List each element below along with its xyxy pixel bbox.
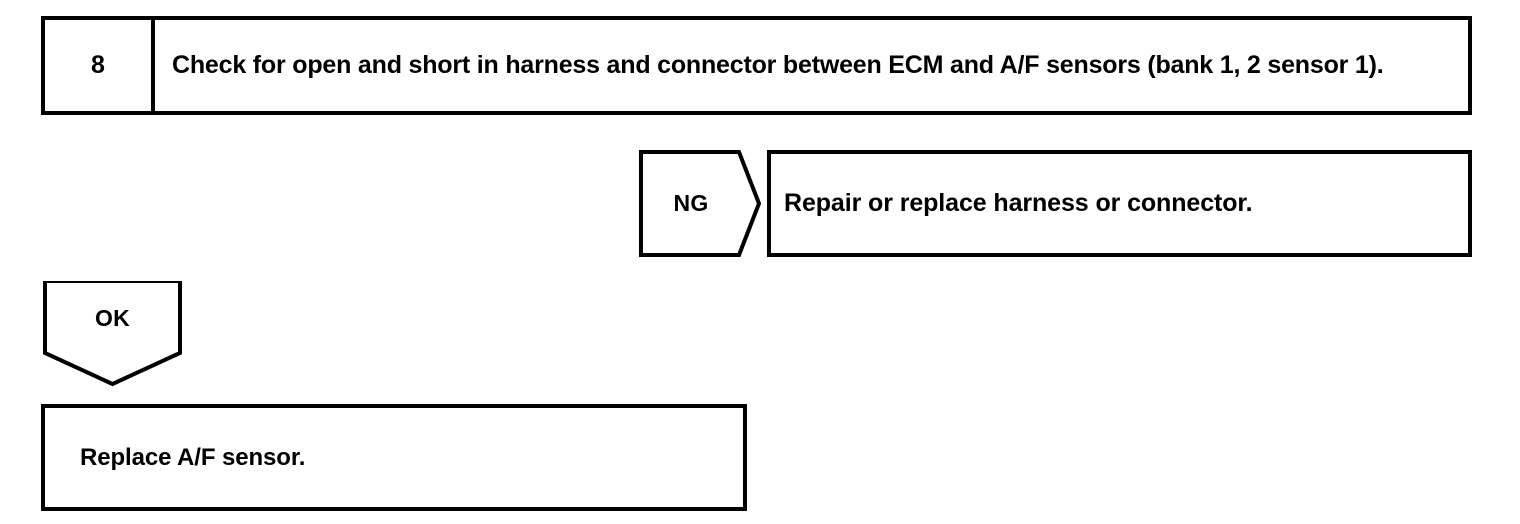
step-number-cell: 8 bbox=[45, 20, 155, 111]
ng-result-box: Repair or replace harness or connector. bbox=[767, 150, 1472, 257]
ok-result-text: Replace A/F sensor. bbox=[80, 443, 306, 471]
ng-branch-arrow-icon bbox=[639, 150, 761, 257]
ok-result-box: Replace A/F sensor. bbox=[41, 404, 747, 511]
step-instruction-cell: Check for open and short in harness and … bbox=[155, 20, 1468, 111]
ok-branch-arrow-icon bbox=[43, 281, 182, 387]
ng-result-text: Repair or replace harness or connector. bbox=[784, 189, 1253, 217]
step-instruction-text: Check for open and short in harness and … bbox=[172, 50, 1384, 79]
ok-branch-label: OK bbox=[94, 304, 131, 331]
step-row: 8 Check for open and short in harness an… bbox=[41, 16, 1472, 115]
step-number: 8 bbox=[90, 51, 106, 79]
ng-branch-label: NG bbox=[673, 190, 709, 216]
